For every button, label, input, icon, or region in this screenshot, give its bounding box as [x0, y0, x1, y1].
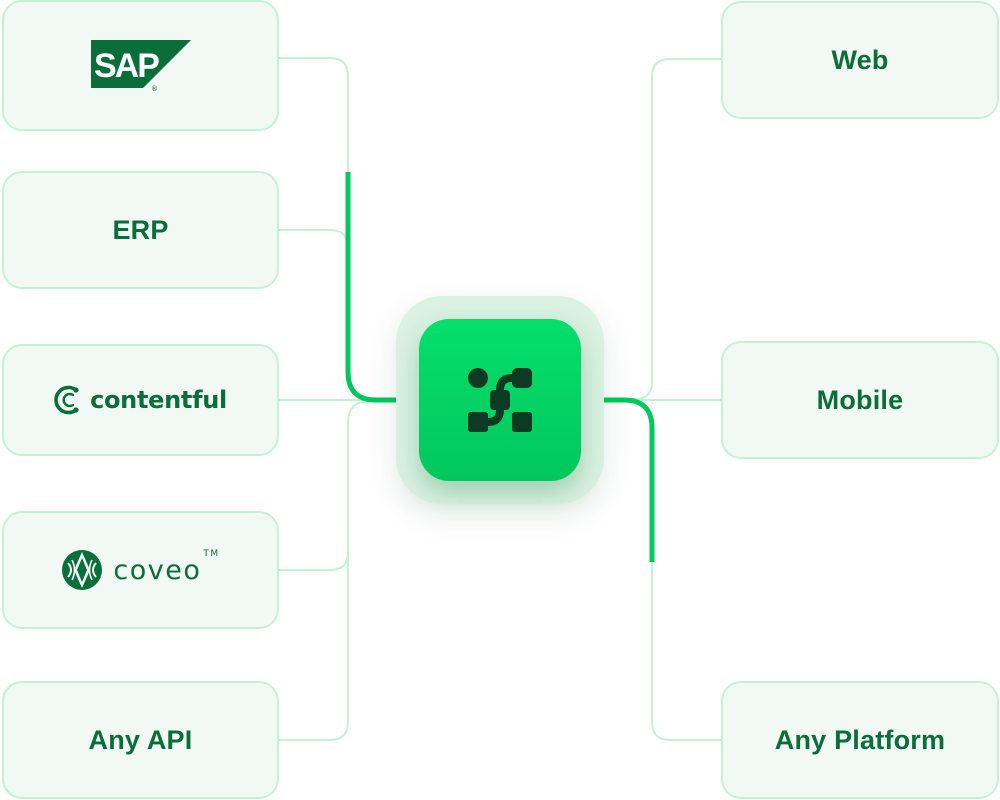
- sap-registered: ®: [151, 85, 158, 92]
- thick-connector-left: [345, 172, 398, 403]
- any-platform-label: Any Platform: [774, 724, 946, 755]
- coveo-text: coveo: [113, 554, 202, 586]
- connector-anyplatform: [651, 560, 721, 741]
- svg-text:SAP: SAP: [94, 47, 159, 85]
- coveo-trademark: TM: [203, 548, 220, 559]
- source-box-contentful: contentful: [2, 344, 279, 456]
- target-box-web: Web: [721, 1, 999, 119]
- sap-logo: SAP ®: [90, 39, 191, 92]
- coveo-wordmark: coveoTM: [113, 549, 219, 586]
- platform-hub-icon: [468, 368, 532, 432]
- target-box-any-platform: Any Platform: [721, 681, 999, 799]
- hub-node: [419, 319, 581, 481]
- contentful-wordmark: contentful: [90, 386, 227, 414]
- connector-coveo-anyapi: [279, 400, 396, 741]
- erp-label: ERP: [112, 214, 169, 245]
- coveo-icon: [62, 550, 103, 590]
- target-box-mobile: Mobile: [721, 341, 999, 459]
- connector-sap: [279, 57, 349, 172]
- contentful-logo: contentful: [54, 383, 227, 417]
- source-box-coveo: coveoTM: [2, 511, 279, 629]
- web-label: Web: [831, 44, 889, 75]
- thick-connector-right: [602, 397, 655, 562]
- any-api-label: Any API: [88, 724, 193, 755]
- connector-erp: [279, 229, 349, 260]
- contentful-icon: [54, 385, 79, 415]
- source-box-sap: SAP ®: [2, 0, 279, 131]
- source-box-erp: ERP: [2, 171, 279, 289]
- coveo-logo: coveoTM: [61, 549, 219, 591]
- mobile-label: Mobile: [816, 384, 904, 415]
- source-box-any-api: Any API: [2, 681, 279, 799]
- thick-connectors: [345, 172, 655, 562]
- sap-logo-icon: SAP ®: [90, 39, 191, 92]
- connector-web: [604, 58, 721, 400]
